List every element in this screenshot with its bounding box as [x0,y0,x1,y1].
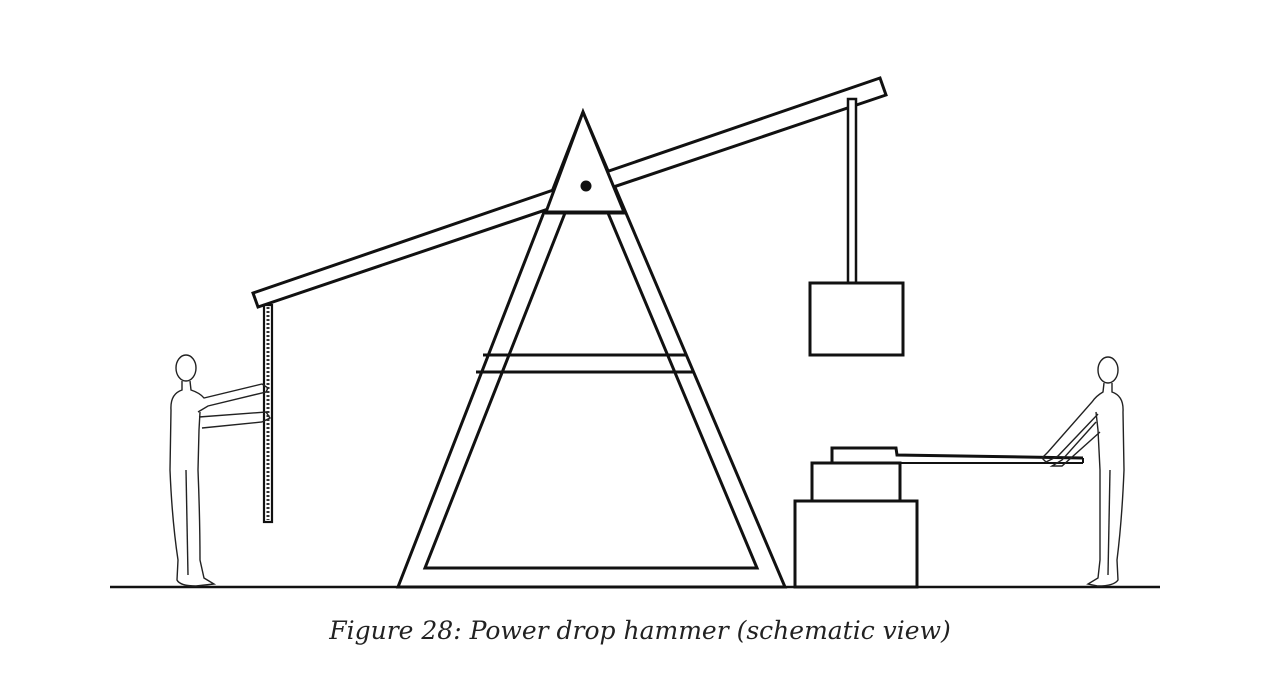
a-frame [395,108,788,589]
worker-right [1041,356,1125,587]
pivot-pin [580,180,592,192]
anvil [793,446,1084,589]
drop-weight [808,97,905,357]
figure-caption: Figure 28: Power drop hammer (schematic … [329,616,951,645]
pull-rod [262,303,274,524]
lever-beam [251,76,888,309]
worker-left [169,354,272,587]
